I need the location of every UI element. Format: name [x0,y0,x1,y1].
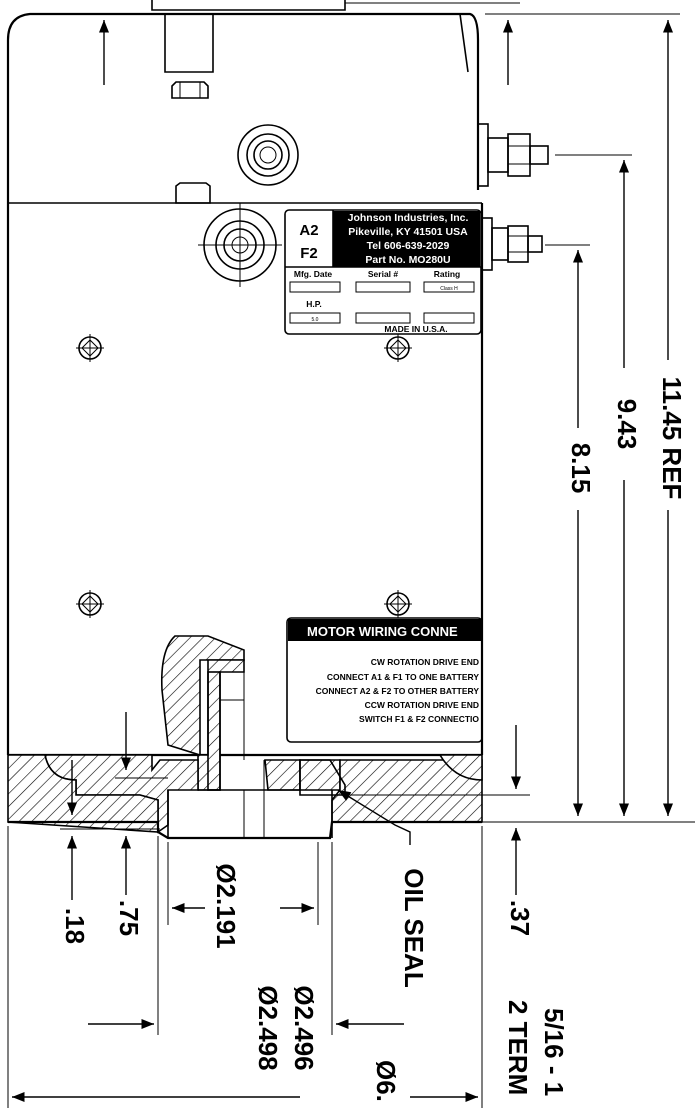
screw-heads [76,334,412,618]
wiring-label-title: MOTOR WIRING CONNE [307,624,458,639]
nameplate-phone: Tel 606-639-2029 [367,240,450,252]
wiring-line: CONNECT A1 & F1 TO ONE BATTERY [327,672,479,682]
wiring-line: SWITCH F1 & F2 CONNECTIO [359,714,479,724]
dim-upper-terminal: 9.43 [612,399,642,450]
nameplate-hp-value: 5.0 [312,317,319,323]
nameplate-terminal-a2: A2 [299,222,318,239]
nameplate-part: Part No. MO280U [365,254,450,266]
dim-pilot-max: Ø2.498 [253,985,283,1070]
nameplate: A2 F2 Johnson Industries, Inc. Pikeville… [284,209,482,335]
nameplate-rating-label: Rating [434,269,460,279]
nameplate-mfg-label: Mfg. Date [294,269,333,279]
wiring-line: CW ROTATION DRIVE END [371,657,479,667]
nameplate-serial-label: Serial # [368,269,399,279]
terminal-lower [481,217,543,271]
thread-note: 5/16 - 1 [539,1008,569,1096]
wiring-line: CONNECT A2 & F2 TO OTHER BATTERY [316,686,480,696]
fitting-lower [198,203,282,287]
nameplate-terminal-f2: F2 [300,245,318,262]
section-view [7,635,483,840]
dim-pilot-min: Ø2.496 [289,985,319,1070]
dim-flange-diameter: Ø6. [371,1060,401,1102]
dim-lower-terminal: 8.15 [566,443,596,494]
dim-pilot-depth: .18 [60,908,90,944]
wiring-label: MOTOR WIRING CONNE CW ROTATION DRIVE END… [286,617,483,743]
dimension-lines [7,13,695,1108]
wiring-line: CCW ROTATION DRIVE END [365,700,479,710]
nameplate-made-in: MADE IN U.S.A. [384,324,447,334]
dim-recess-depth: .75 [114,900,144,936]
dim-flange-offset: .37 [505,900,535,936]
dim-overall-height: 11.45 REF [657,377,687,500]
nameplate-rating-value: Class H [440,286,458,292]
nameplate-address: Pikeville, KY 41501 USA [348,226,468,238]
terminal-upper [477,123,549,187]
motor-housing [6,0,520,757]
oil-seal-label: OIL SEAL [399,868,429,988]
dim-seal-bore: Ø2.191 [211,863,241,948]
fitting-upper [237,124,299,186]
nameplate-hp-label: H.P. [306,299,321,309]
terminal-note: 2 TERM [503,1000,533,1095]
dimension-labels: 11.45 REF 9.43 8.15 .37 .18 .75 Ø2.191 Ø… [60,377,687,1102]
nameplate-company: Johnson Industries, Inc. [348,212,469,224]
